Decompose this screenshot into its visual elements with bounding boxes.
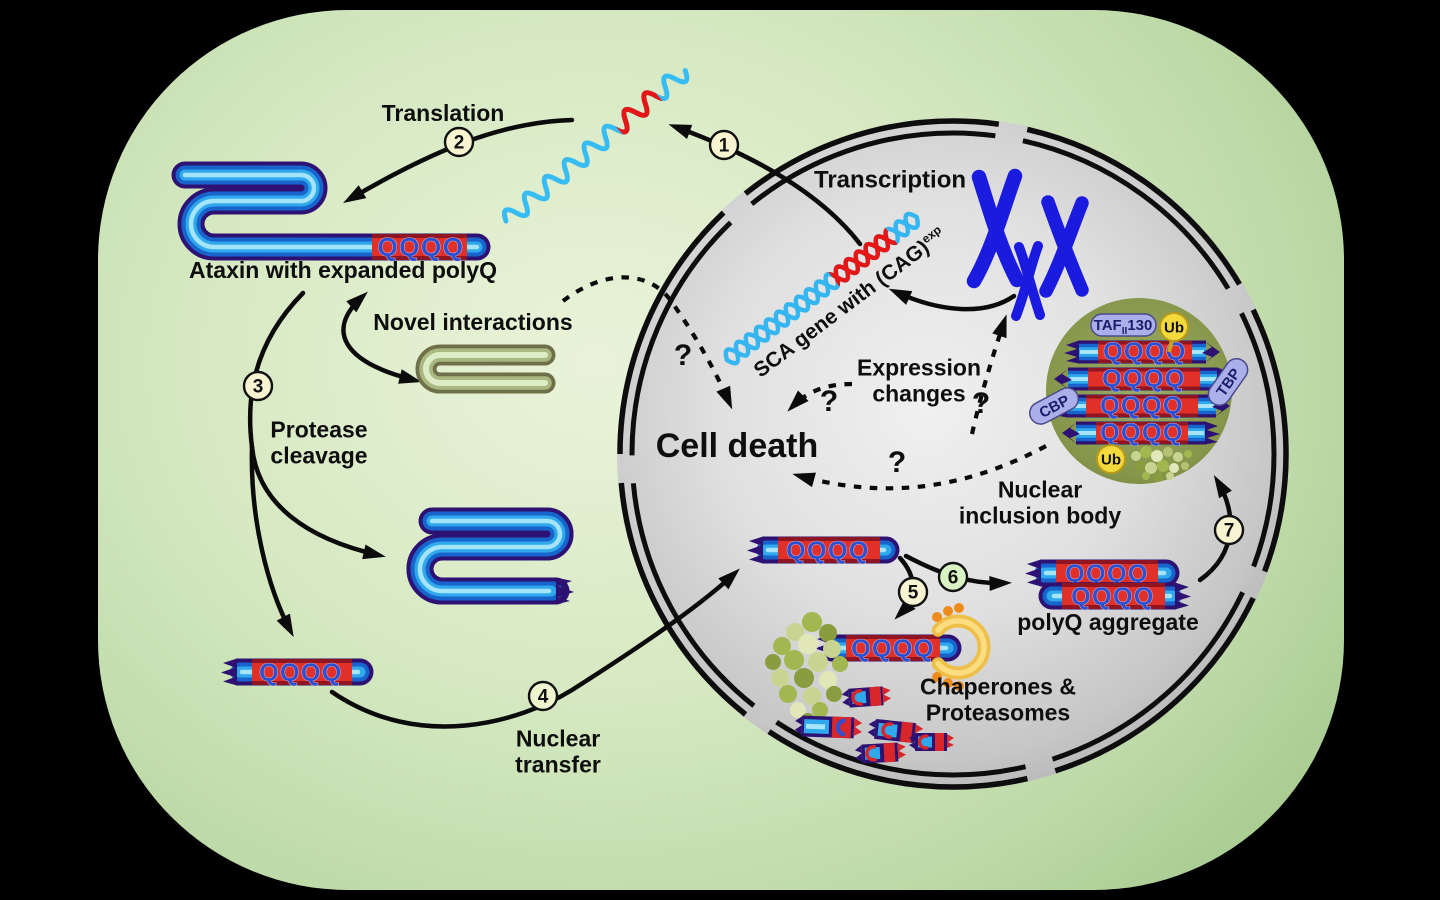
dashed-arrow-expression-to-celldeath xyxy=(787,381,853,412)
dashed-arrows xyxy=(561,275,1047,491)
step-badge-2: 2 xyxy=(443,126,475,158)
nuclear-membrane-outer xyxy=(617,118,1289,790)
nuclear-inclusion-body-label: Nuclear inclusion body xyxy=(958,476,1122,529)
ub-top-label: Ub xyxy=(1164,320,1184,337)
svg-text:3: 3 xyxy=(253,377,264,398)
inclusion-bar1-letters: QQQQ xyxy=(1103,338,1187,366)
chaperones-proteasomes-label: Chaperones & Proteasomes xyxy=(920,673,1076,726)
step-badge-7: 7 xyxy=(1213,514,1245,546)
nucleus xyxy=(617,118,1289,790)
arrow-protease-branch-fragment xyxy=(249,444,294,638)
expression-changes-label: Expression changes xyxy=(857,354,981,407)
degraded-fragments xyxy=(794,686,954,764)
chaperone-bar-letters: QQQQ xyxy=(851,635,935,663)
cell-death-label: Cell death xyxy=(655,426,819,465)
inclusion-proteasome-cluster xyxy=(1131,446,1192,482)
svg-text:5: 5 xyxy=(908,583,919,604)
nuclear-transfer-line2: transfer xyxy=(515,751,601,777)
chaperone-ring-dots xyxy=(932,603,964,691)
expression-line1: Expression xyxy=(857,354,981,381)
step-badge-5: 5 xyxy=(897,576,929,608)
step-badge-6: 6 xyxy=(937,561,969,593)
step-badge-1: 1 xyxy=(708,129,740,161)
chaperones-line1: Chaperones & xyxy=(920,673,1076,700)
sca-gene-dna xyxy=(723,211,920,366)
ub-bottom-label: Ub xyxy=(1101,452,1121,469)
inclusion-line1: Nuclear xyxy=(997,476,1083,503)
ataxin-label: Ataxin with expanded polyQ xyxy=(189,257,497,284)
step-badge-4: 4 xyxy=(527,680,559,712)
ub-badge-bottom: Ub xyxy=(1096,444,1126,474)
polyq-aggregate: QQQQ QQQQ xyxy=(1025,559,1191,611)
mrna-cag-red-segment xyxy=(601,75,673,147)
cleaved-protein-torn-end xyxy=(556,577,574,605)
protease-line2: cleavage xyxy=(270,442,368,468)
inclusion-bar2-letters: QQQQ xyxy=(1102,365,1186,393)
cleaved-protein xyxy=(406,507,574,605)
question-mark-4: ? xyxy=(887,446,907,480)
transcription-label: Transcription xyxy=(813,166,967,194)
inclusion-line2: inclusion body xyxy=(958,502,1122,528)
mrna-transcript xyxy=(501,68,690,224)
taf-number-label: 130 xyxy=(1127,317,1152,334)
proteasome-cluster xyxy=(765,612,848,727)
step-badge-3: 3 xyxy=(242,370,274,402)
question-mark-3: ? xyxy=(971,387,991,421)
taf-label: TAF xyxy=(1094,317,1122,334)
protease-cleavage-label: Protease cleavage xyxy=(270,416,368,469)
polyq-fragment-cytoplasm: QQQQ xyxy=(221,658,374,687)
dashed-arrow-inclusion-to-celldeath xyxy=(792,444,1047,491)
step-badges: 1 2 3 4 5 6 7 xyxy=(242,126,1245,712)
inclusion-bar4-letters: QQQQ xyxy=(1100,419,1184,447)
chaperones-line2: Proteasomes xyxy=(925,699,1071,725)
chaperone-complex: QQQQ xyxy=(815,603,991,691)
nuclear-membrane-inner xyxy=(629,130,1277,778)
fragment-polyq-letters: QQQQ xyxy=(259,659,343,687)
chromosomes xyxy=(966,168,1089,321)
polyq-fragment-nucleus: QQQQ xyxy=(747,536,900,565)
interaction-partner-protein xyxy=(415,344,556,394)
nuclear-transfer-label: Nuclear transfer xyxy=(515,725,601,778)
novel-interactions-label: Novel interactions xyxy=(373,309,573,336)
ataxin-protein: QQQQ xyxy=(171,161,491,262)
inclusion-bar3-letters: QQQQ xyxy=(1100,392,1184,420)
aggregate-bar2-letters: QQQQ xyxy=(1071,583,1155,611)
arrow-protease-branch-protein xyxy=(249,444,386,560)
question-mark-1: ? xyxy=(673,339,693,373)
protease-line1: Protease xyxy=(270,416,368,443)
expression-line2: changes xyxy=(872,380,966,406)
question-mark-2: ? xyxy=(819,385,839,419)
arrow-novel-interactions-double xyxy=(341,291,422,384)
polyq-aggregate-label: polyQ aggregate xyxy=(1017,609,1199,636)
svg-text:4: 4 xyxy=(538,687,549,708)
ub-badge-top: Ub xyxy=(1159,312,1189,353)
translation-label: Translation xyxy=(381,100,505,127)
svg-text:TAFII130: TAFII130 xyxy=(1094,317,1153,337)
arrow-nuclear-transfer-step4 xyxy=(329,568,740,729)
svg-text:2: 2 xyxy=(454,133,465,154)
nuclear-fragment-polyq-letters: QQQQ xyxy=(786,537,870,565)
taf-sub-label: II xyxy=(1122,326,1128,337)
svg-text:7: 7 xyxy=(1224,521,1235,542)
taf-pill: TAFII130 xyxy=(1090,313,1157,337)
nuclear-transfer-line1: Nuclear xyxy=(515,725,601,752)
ataxin-polyq-letters: QQQQ xyxy=(378,232,465,262)
svg-text:1: 1 xyxy=(719,136,730,157)
arrow-transcription-step1 xyxy=(668,124,863,247)
svg-text:6: 6 xyxy=(948,568,959,589)
arrow-chromosome-to-gene xyxy=(888,288,1017,312)
